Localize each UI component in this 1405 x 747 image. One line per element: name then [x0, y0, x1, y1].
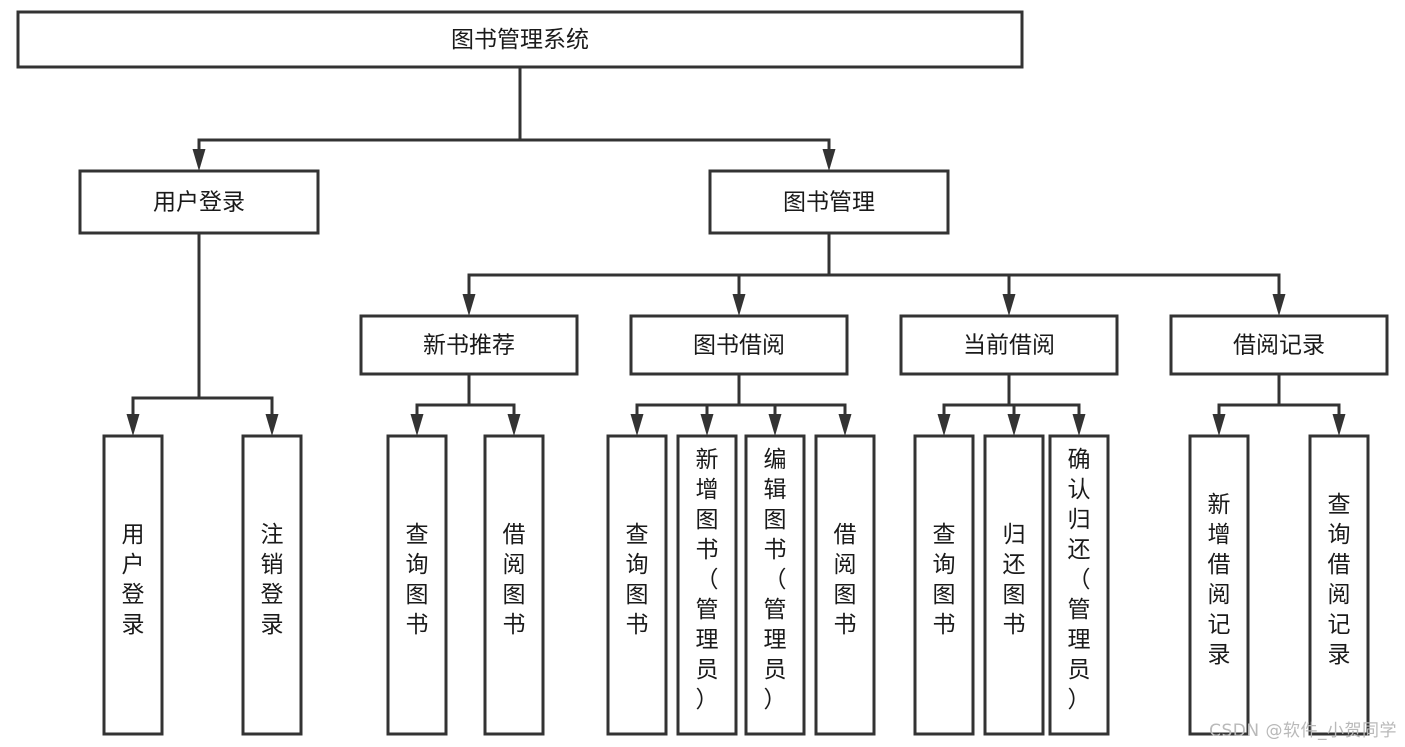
node-box[interactable] [1188, 434, 1250, 736]
node-label: 注销登录 [261, 522, 284, 638]
node-leaf-borrow-edit[interactable]: 编辑图书（管理员） [744, 434, 806, 736]
node-leaf-current-query[interactable]: 查询图书 [913, 434, 975, 736]
connector-group [410, 372, 521, 436]
arrow-head [838, 414, 852, 436]
connector-group [192, 65, 836, 171]
arrow-head [462, 294, 476, 316]
connector-group [937, 372, 1086, 436]
node-leaf-record-query[interactable]: 查询借阅记录 [1308, 434, 1370, 736]
node-label: 查询借阅记录 [1328, 492, 1351, 668]
node-label: 新增借阅记录 [1208, 492, 1231, 668]
connector-group [630, 372, 852, 436]
node-box[interactable] [629, 314, 849, 376]
node-box[interactable] [78, 169, 320, 235]
node-leaf-current-confirm[interactable]: 确认归还（管理员） [1048, 434, 1110, 736]
node-box[interactable] [1169, 314, 1389, 376]
arrow-head [768, 414, 782, 436]
node-label: 借阅记录 [1233, 333, 1325, 359]
node-box[interactable] [983, 434, 1045, 736]
node-current[interactable]: 当前借阅 [899, 314, 1119, 376]
arrow-head [265, 414, 279, 436]
node-label: 查询图书 [933, 522, 956, 638]
node-label: 用户登录 [153, 190, 245, 216]
node-bookmgmt[interactable]: 图书管理 [708, 169, 950, 235]
node-box[interactable] [1048, 434, 1110, 736]
node-leaf-borrow-lend[interactable]: 借阅图书 [814, 434, 876, 736]
node-box[interactable] [676, 434, 738, 736]
arrow-head [1002, 294, 1016, 316]
node-leaf-user-logout[interactable]: 注销登录 [241, 434, 303, 736]
node-box[interactable] [744, 434, 806, 736]
node-label: 图书管理 [783, 190, 875, 216]
node-box[interactable] [1308, 434, 1370, 736]
node-label: 确认归还（管理员） [1068, 447, 1091, 713]
connector-group [1212, 372, 1346, 436]
node-label: 当前借阅 [963, 333, 1055, 359]
node-label: 用户登录 [122, 522, 145, 638]
arrow-head [1332, 414, 1346, 436]
node-label: 图书管理系统 [451, 27, 589, 53]
node-layer: 图书管理系统用户登录图书管理新书推荐图书借阅当前借阅借阅记录用户登录注销登录查询… [16, 10, 1389, 736]
node-label: 查询图书 [626, 522, 649, 638]
node-label: 借阅图书 [834, 522, 857, 638]
node-label: 归还图书 [1003, 522, 1026, 638]
edge-layer [126, 65, 1346, 436]
connector-group [126, 231, 279, 436]
node-login[interactable]: 用户登录 [78, 169, 320, 235]
arrow-head [1072, 414, 1086, 436]
node-leaf-user-login[interactable]: 用户登录 [102, 434, 164, 736]
node-leaf-new-borrow[interactable]: 借阅图书 [483, 434, 545, 736]
arrow-head [937, 414, 951, 436]
arrow-head [732, 294, 746, 316]
node-box[interactable] [386, 434, 448, 736]
node-box[interactable] [899, 314, 1119, 376]
node-label: 新书推荐 [423, 333, 515, 359]
node-label: 查询图书 [406, 522, 429, 638]
node-leaf-current-return[interactable]: 归还图书 [983, 434, 1045, 736]
arrow-head [700, 414, 714, 436]
node-records[interactable]: 借阅记录 [1169, 314, 1389, 376]
arrow-head [192, 149, 206, 171]
node-leaf-borrow-add[interactable]: 新增图书（管理员） [676, 434, 738, 736]
node-box[interactable] [606, 434, 668, 736]
node-box[interactable] [102, 434, 164, 736]
node-box[interactable] [708, 169, 950, 235]
arrow-head [822, 149, 836, 171]
arrow-head [410, 414, 424, 436]
node-box[interactable] [913, 434, 975, 736]
arrow-head [1007, 414, 1021, 436]
arrow-head [630, 414, 644, 436]
connector-group [462, 231, 1286, 316]
node-newbook[interactable]: 新书推荐 [359, 314, 579, 376]
node-leaf-record-add[interactable]: 新增借阅记录 [1188, 434, 1250, 736]
node-box[interactable] [483, 434, 545, 736]
node-label: 图书借阅 [693, 333, 785, 359]
node-leaf-new-query[interactable]: 查询图书 [386, 434, 448, 736]
arrow-head [1212, 414, 1226, 436]
arrow-head [507, 414, 521, 436]
node-label: 新增图书（管理员） [696, 447, 719, 713]
arrow-head [126, 414, 140, 436]
node-box[interactable] [241, 434, 303, 736]
node-label: 编辑图书（管理员） [764, 447, 787, 713]
node-box[interactable] [814, 434, 876, 736]
node-box[interactable] [16, 10, 1024, 69]
node-root[interactable]: 图书管理系统 [16, 10, 1024, 69]
node-leaf-borrow-query[interactable]: 查询图书 [606, 434, 668, 736]
arrow-head [1272, 294, 1286, 316]
node-borrow[interactable]: 图书借阅 [629, 314, 849, 376]
node-box[interactable] [359, 314, 579, 376]
node-label: 借阅图书 [503, 522, 526, 638]
